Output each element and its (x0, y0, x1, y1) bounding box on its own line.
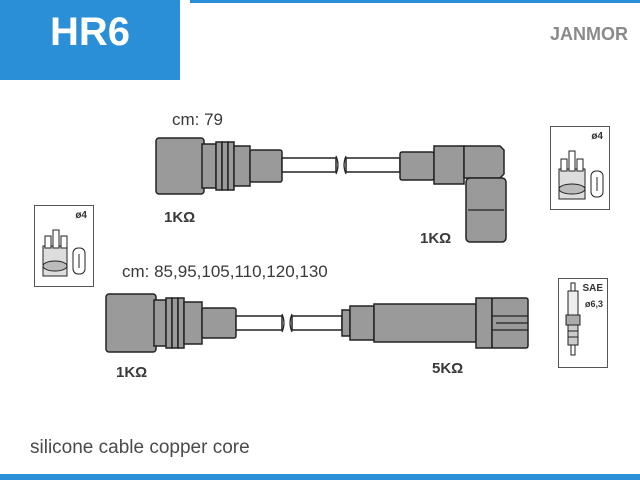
cable-2-left-resistance: 1KΩ (116, 364, 148, 381)
cable-1-right-resistance: 1KΩ (420, 230, 452, 247)
cable-2-right-resistance: 5KΩ (432, 360, 464, 377)
distributor-cap-icon (558, 150, 604, 200)
distributor-right-diameter: ø4 (591, 131, 603, 142)
distributor-left-diameter: ø4 (75, 210, 87, 221)
cable-1-length: cm: 79 (172, 110, 224, 129)
cable-2 (105, 293, 529, 353)
bottom-rule (0, 474, 640, 480)
cable-2-right-boot (341, 297, 529, 349)
cable-1 (155, 137, 507, 243)
distributor-panel-left: ø4 (34, 205, 94, 287)
distributor-panel-right: ø4 (550, 126, 610, 210)
brand-name: JANMOR (549, 24, 628, 44)
cable-1-left-resistance: 1KΩ (164, 209, 196, 226)
code-banner: HR6 (0, 0, 180, 80)
part-code: HR6 (49, 10, 131, 54)
spark-plug-diameter: ø6,3 (584, 299, 603, 309)
cable-2-wire-right (291, 315, 343, 331)
cable-1-left-boot (155, 137, 283, 195)
cable-2-left-boot (105, 293, 237, 353)
distributor-cap-icon (42, 229, 86, 277)
spark-plug-icon (565, 282, 581, 356)
spark-plug-standard: SAE (582, 283, 603, 294)
cable-1-wire-left (281, 157, 337, 173)
top-rule (190, 0, 640, 3)
cable-2-length: cm: 85,95,105,110,120,130 (122, 262, 328, 281)
spark-plug-panel: SAE ø6,3 (558, 278, 608, 368)
cable-1-right-boot (399, 145, 507, 243)
cable-spec-note: silicone cable copper core (30, 437, 250, 458)
cable-1-wire-right (345, 157, 401, 173)
cable-2-wire-left (235, 315, 283, 331)
